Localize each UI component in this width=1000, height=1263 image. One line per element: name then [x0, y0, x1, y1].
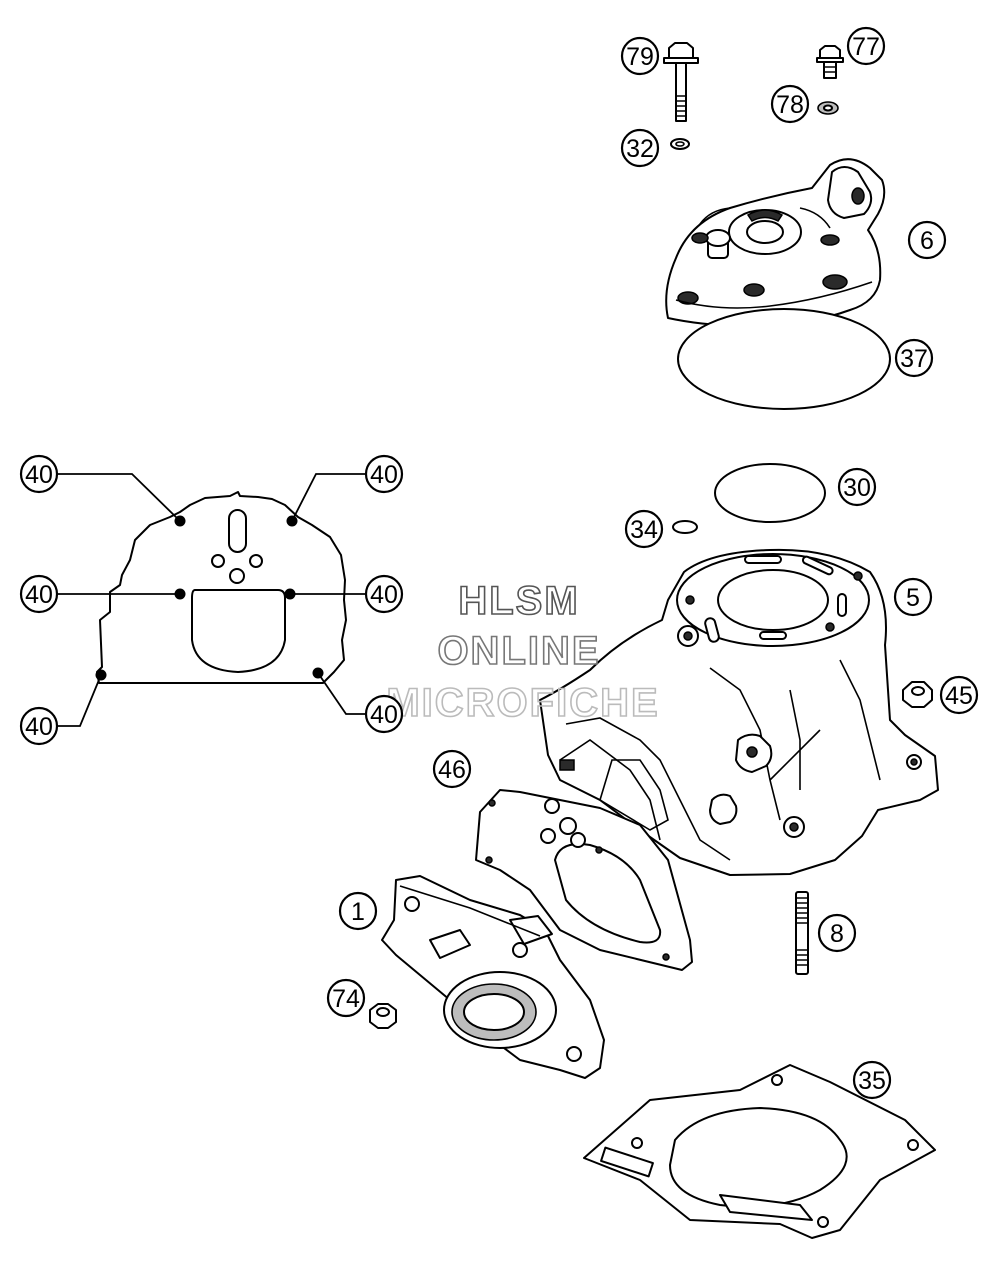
part-40-gasket-outline	[96, 491, 347, 684]
callout-8: 8	[817, 913, 857, 953]
watermark-line-3: MICROFICHE	[386, 681, 659, 725]
svg-text:74: 74	[332, 985, 360, 1013]
svg-text:40: 40	[370, 581, 398, 609]
part-77-screw	[816, 45, 844, 79]
svg-text:78: 78	[776, 91, 804, 119]
part-79-bolt	[663, 42, 699, 122]
callout-40-mid-left: 40	[19, 574, 59, 614]
callout-46: 46	[432, 749, 472, 789]
svg-text:40: 40	[25, 581, 53, 609]
svg-text:40: 40	[25, 713, 53, 741]
svg-text:37: 37	[900, 345, 928, 373]
callout-37: 37	[894, 338, 934, 378]
part-46-gasket	[475, 789, 693, 971]
callout-30: 30	[837, 467, 877, 507]
part-8-stud	[795, 891, 809, 975]
callout-40-bottom-left: 40	[19, 706, 59, 746]
callout-40-bottom-right: 40	[364, 694, 404, 734]
callout-74: 74	[326, 978, 366, 1018]
svg-text:79: 79	[626, 43, 654, 71]
part-1-intake-flange	[381, 875, 605, 1079]
part-74-nut	[369, 1003, 397, 1029]
svg-text:5: 5	[906, 584, 920, 612]
part-35-base-gasket	[583, 1064, 936, 1239]
part-32-washer	[670, 138, 690, 150]
callout-1: 1	[338, 891, 378, 931]
callout-40-mid-right: 40	[364, 574, 404, 614]
part-5-cylinder	[539, 548, 939, 876]
watermark: HLSM ONLINE MICROFICHE	[386, 578, 659, 726]
watermark-line-1: HLSM	[458, 579, 579, 623]
part-78-washer	[817, 101, 839, 115]
svg-text:35: 35	[858, 1067, 886, 1095]
callout-32: 32	[620, 128, 660, 168]
svg-text:46: 46	[438, 756, 466, 784]
callout-40-top-right: 40	[364, 454, 404, 494]
part-45-flange-nut	[902, 681, 933, 708]
callout-79: 79	[620, 36, 660, 76]
svg-text:32: 32	[626, 135, 654, 163]
watermark-line-2: ONLINE	[437, 629, 600, 673]
svg-text:40: 40	[370, 701, 398, 729]
callout-40-top-left: 40	[19, 454, 59, 494]
svg-text:45: 45	[945, 682, 973, 710]
gasket-40-leader-lines	[58, 473, 366, 727]
part-6-cylinder-head	[665, 158, 886, 328]
callout-45: 45	[939, 675, 979, 715]
svg-text:8: 8	[830, 920, 844, 948]
callout-5: 5	[893, 577, 933, 617]
callout-77: 77	[846, 26, 886, 66]
svg-text:34: 34	[630, 516, 658, 544]
svg-text:40: 40	[370, 461, 398, 489]
svg-text:40: 40	[25, 461, 53, 489]
part-30-o-ring	[714, 463, 826, 523]
svg-text:1: 1	[351, 898, 365, 926]
callout-35: 35	[852, 1060, 892, 1100]
callout-78: 78	[770, 84, 810, 124]
svg-text:30: 30	[843, 474, 871, 502]
callout-34: 34	[624, 509, 664, 549]
callout-6: 6	[907, 220, 947, 260]
part-34-o-ring	[672, 520, 698, 534]
svg-text:6: 6	[920, 227, 934, 255]
part-37-o-ring	[677, 308, 891, 410]
svg-text:77: 77	[852, 33, 880, 61]
